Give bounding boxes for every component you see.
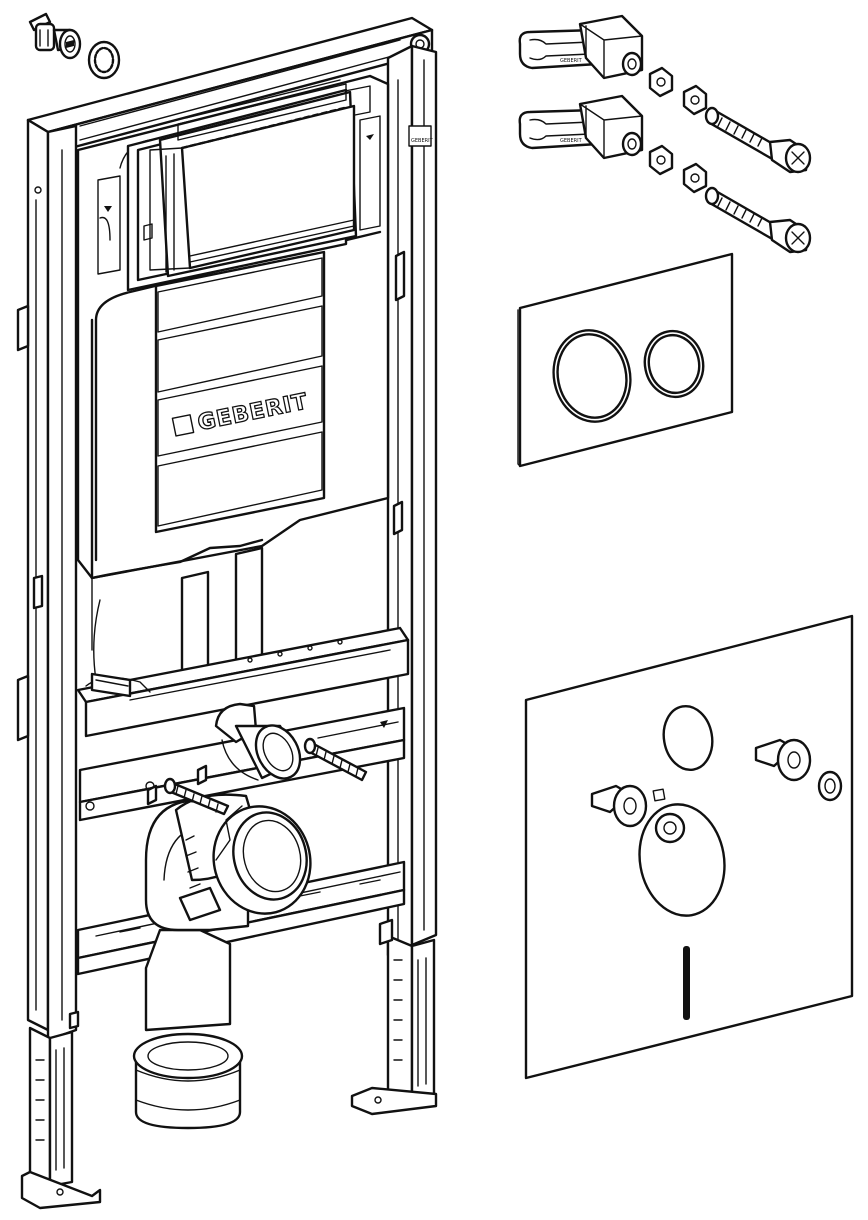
- wall-bracket-lower: GEBERIT: [518, 94, 644, 160]
- wall-bracket-upper: GEBERIT: [518, 14, 644, 80]
- flush-button-large: [552, 329, 632, 423]
- wall-bracket-set: GEBERIT GEBERIT: [518, 14, 708, 194]
- mat-stud-right: [754, 738, 843, 802]
- bracket-label-upper: GEBERIT: [560, 58, 583, 64]
- cistern-front-plate: GEBERIT: [154, 250, 326, 534]
- frame-label-text: GEBERIT: [411, 138, 434, 144]
- bolt-upper: [704, 106, 812, 174]
- flush-button-small: [643, 329, 705, 399]
- frame-middle-crossbar: [76, 626, 410, 738]
- seal-ring: [87, 40, 121, 80]
- hex-nuts: [648, 66, 708, 194]
- actuation-housing: [126, 79, 358, 292]
- mounting-frame-with-cistern: GEBERIT: [16, 16, 438, 1210]
- mat-stud-left: [590, 784, 666, 828]
- supply-cutout: [662, 705, 714, 771]
- supply-valve-and-seal: [28, 12, 121, 80]
- fixing-bolt-set: [704, 106, 812, 254]
- mat-slot: [683, 946, 690, 1020]
- frame-left-upright: [16, 118, 78, 1042]
- frame-right-upright: GEBERIT: [386, 44, 438, 957]
- threaded-rod-upper: [303, 737, 368, 782]
- valve-fitting: [28, 12, 82, 60]
- frame-right-foot: [350, 918, 438, 1116]
- sound-insulation-mat: [524, 614, 854, 1080]
- bolt-lower: [704, 186, 812, 254]
- waste-pipe-bend: [144, 764, 312, 1032]
- waste-cutout: [638, 803, 726, 917]
- waste-connector: [132, 1032, 244, 1130]
- threaded-rod-lower: [163, 777, 230, 816]
- frame-left-foot: [20, 1010, 102, 1210]
- bracket-label-lower: GEBERIT: [560, 138, 583, 144]
- flush-plate-dual-button: [517, 252, 734, 468]
- water-supply-elbow: [214, 702, 302, 781]
